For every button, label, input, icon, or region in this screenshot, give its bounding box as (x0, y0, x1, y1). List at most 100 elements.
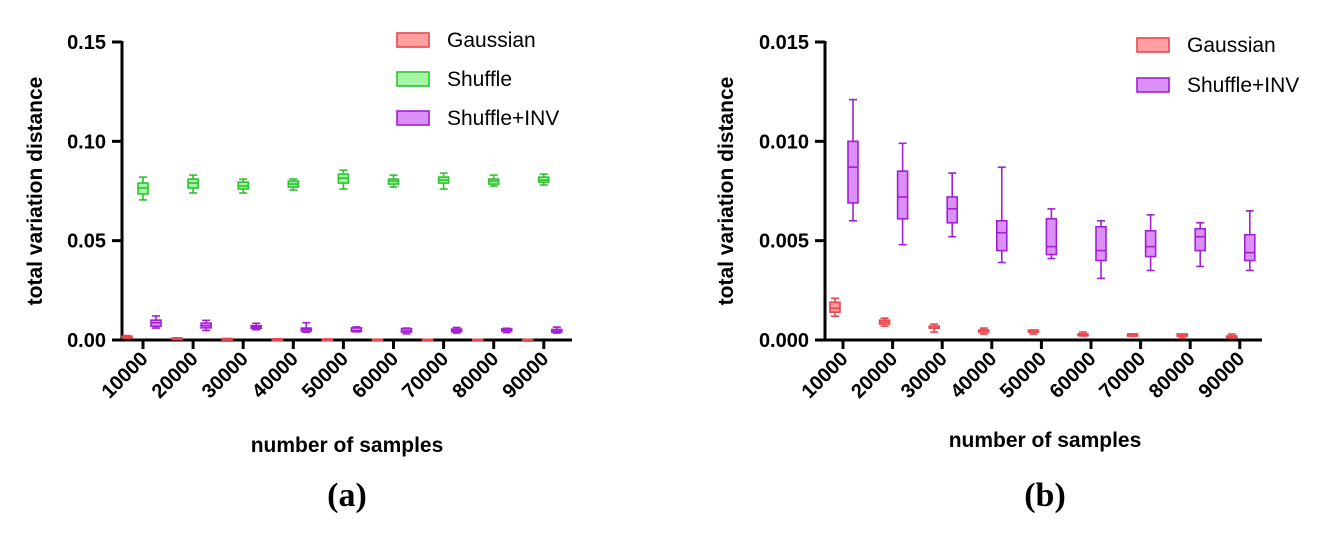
x-tick-label: 90000 (1194, 348, 1249, 403)
box-plot-shuffle (287, 178, 300, 191)
box-iqr (896, 170, 909, 220)
box-plot-gaussian (977, 327, 990, 335)
box-plot-shuffle (187, 174, 199, 194)
box-iqr (1045, 218, 1058, 256)
box-plot-shuffle (487, 174, 500, 187)
box-plot-shuffle-inv (400, 327, 413, 335)
x-axis-title: number of samples (949, 429, 1142, 452)
legend-swatch (1136, 77, 1170, 93)
y-tick-label: 0.015 (759, 32, 809, 54)
x-tick-label: 70000 (398, 348, 453, 403)
x-axis-title: number of samples (251, 434, 444, 457)
legend-swatch (1136, 37, 1170, 53)
box-plot-shuffle (537, 173, 550, 186)
box-plot-gaussian (321, 338, 334, 342)
box-plot-gaussian (1077, 331, 1089, 337)
y-tick-label: 0.00 (67, 330, 106, 352)
legend-label: Shuffle+INV (447, 107, 559, 130)
y-tick-label: 0.10 (67, 131, 106, 153)
box-plot-gaussian (928, 323, 941, 333)
x-tick-label: 10000 (798, 348, 853, 403)
box-plot-shuffle-inv (946, 172, 959, 238)
chart-panel-a: 0.00 0.05 0.10 0.15 100002000030000400005000… (24, 29, 572, 514)
box-iqr (847, 140, 859, 204)
box-plot-shuffle-inv (250, 322, 262, 331)
box-plot-shuffle (137, 176, 149, 201)
box-plot-shuffle-inv (1244, 210, 1256, 272)
box-plot-gaussian (878, 317, 891, 327)
box-iqr (946, 196, 959, 224)
box-iqr (1144, 229, 1157, 258)
box-plot-shuffle-inv (350, 326, 363, 333)
y-axis-title: total variation distance (715, 77, 738, 306)
panel-label: (a) (327, 477, 367, 514)
y-tick-label: 0.15 (67, 32, 106, 54)
box-plot-shuffle-inv (995, 166, 1008, 264)
box-plot-gaussian (521, 338, 534, 342)
box-plot-shuffle-inv (847, 98, 859, 222)
box-iqr (1244, 233, 1256, 262)
box-plot-gaussian (371, 338, 384, 342)
box-plot-shuffle-inv (150, 315, 162, 329)
box-plot-gaussian (471, 338, 484, 342)
box-iqr (1095, 225, 1107, 262)
box-plot-gaussian (829, 297, 841, 317)
box-plot-shuffle-inv (1144, 214, 1157, 272)
legend-label: Gaussian (447, 29, 536, 52)
box-plot-gaussian (1126, 333, 1139, 337)
box-plot-gaussian (121, 334, 133, 340)
box-plot-gaussian (1027, 329, 1040, 335)
box-plot-gaussian (421, 338, 434, 342)
legend-label: Shuffle (447, 68, 512, 91)
x-tick-label: 30000 (897, 348, 952, 403)
box-plot-gaussian (271, 338, 284, 342)
panel-label: (b) (1024, 477, 1066, 514)
legend-label: Gaussian (1187, 34, 1276, 57)
box-plot-shuffle-inv (1095, 220, 1107, 280)
box-plot-shuffle-inv (1045, 208, 1058, 260)
box-iqr (829, 301, 841, 313)
y-tick-label: 0.005 (759, 231, 809, 253)
legend-label: Shuffle+INV (1187, 74, 1299, 97)
box-plot-shuffle-inv (896, 142, 909, 246)
box-iqr (995, 220, 1008, 252)
y-axis-title: total variation distance (24, 77, 47, 306)
box-plot-gaussian (1176, 333, 1188, 339)
y-tick-label: 0.05 (67, 231, 106, 253)
x-tick-label: 20000 (847, 348, 902, 403)
legend-swatch (396, 71, 430, 87)
x-tick-label: 40000 (946, 348, 1001, 403)
x-tick-label: 40000 (248, 348, 303, 403)
box-plot-gaussian (171, 337, 183, 341)
x-tick-label: 30000 (198, 348, 253, 403)
legend-swatch (396, 32, 430, 48)
box-plot-shuffle-inv (550, 326, 563, 334)
box-plot-gaussian (221, 337, 233, 341)
box-plot-shuffle (337, 169, 350, 190)
box-plot-shuffle (237, 178, 249, 194)
chart-panel-b: 0.000 0.005 0.010 0.015 10000200003000040000… (715, 32, 1299, 514)
box-plot-shuffle-inv (1194, 221, 1206, 268)
x-tick-label: 10000 (98, 348, 153, 403)
x-tick-label: 80000 (448, 348, 503, 403)
x-tick-label: 50000 (996, 348, 1051, 403)
y-tick-label: 0.000 (759, 330, 809, 352)
x-tick-label: 80000 (1145, 348, 1200, 403)
box-plot-shuffle (387, 174, 400, 188)
x-tick-label: 70000 (1095, 348, 1150, 403)
legend-swatch (396, 110, 430, 126)
box-iqr (1194, 227, 1206, 252)
box-plot-shuffle-inv (500, 327, 513, 334)
box-plot-shuffle-inv (200, 319, 212, 332)
box-plot-gaussian (1226, 333, 1238, 339)
x-tick-label: 50000 (298, 348, 353, 403)
x-tick-label: 60000 (1046, 348, 1101, 403)
box-plot-shuffle-inv (300, 321, 313, 334)
box-plot-shuffle (437, 172, 450, 190)
y-tick-label: 0.010 (759, 131, 809, 153)
box-plot-shuffle-inv (450, 326, 463, 334)
x-tick-label: 90000 (498, 348, 553, 403)
x-tick-label: 20000 (148, 348, 203, 403)
x-tick-label: 60000 (348, 348, 403, 403)
